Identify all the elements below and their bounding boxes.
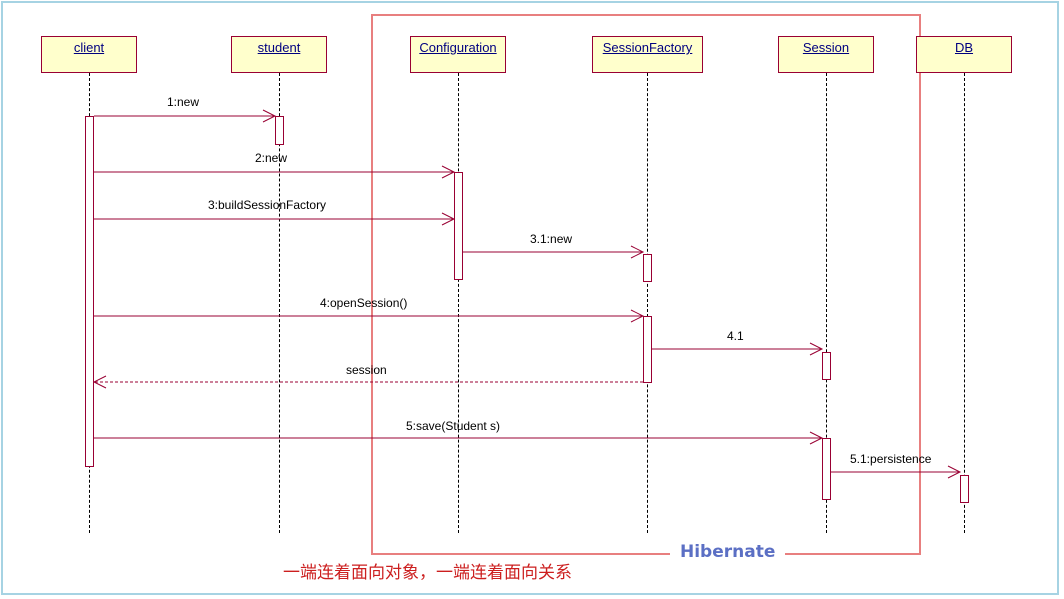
message-label-3: 3:buildSessionFactory xyxy=(208,198,327,212)
lifeline-session xyxy=(826,73,827,533)
activation-session-2 xyxy=(822,438,831,500)
lifeline-db xyxy=(964,73,965,533)
object-sessionfactory[interactable]: SessionFactory xyxy=(592,36,703,73)
activation-student xyxy=(275,116,284,145)
object-session[interactable]: Session xyxy=(778,36,874,73)
message-label-1: 1:new xyxy=(167,95,200,109)
activation-sessionfactory-2 xyxy=(643,316,652,383)
object-configuration-label: Configuration xyxy=(419,40,497,55)
lifeline-student xyxy=(279,73,280,533)
lifeline-configuration xyxy=(458,73,459,533)
message-label-4: 4:openSession() xyxy=(320,296,408,310)
caption: 一端连着面向对象，一端连着面向关系 xyxy=(283,563,572,583)
object-sessionfactory-label: SessionFactory xyxy=(602,40,693,55)
object-db[interactable]: DB xyxy=(916,36,1012,73)
object-db-label: DB xyxy=(954,40,974,55)
activation-sessionfactory-1 xyxy=(643,254,652,282)
activation-client xyxy=(85,116,94,467)
lifeline-sessionfactory xyxy=(647,73,648,533)
message-label-return: session xyxy=(346,363,387,377)
activation-session-1 xyxy=(822,352,831,380)
activation-configuration xyxy=(454,172,463,280)
object-client-label: client xyxy=(73,40,105,55)
message-label-2: 2:new xyxy=(255,151,288,165)
object-client[interactable]: client xyxy=(41,36,137,73)
object-configuration[interactable]: Configuration xyxy=(410,36,506,73)
object-student[interactable]: student xyxy=(231,36,327,73)
message-label-4-1: 4.1 xyxy=(727,329,744,343)
message-label-5-1: 5.1:persistence xyxy=(850,452,932,466)
message-label-5: 5:save(Student s) xyxy=(406,419,501,433)
object-student-label: student xyxy=(257,40,301,55)
hibernate-label: Hibernate xyxy=(670,542,786,562)
object-session-label: Session xyxy=(802,40,850,55)
activation-db xyxy=(960,475,969,503)
message-label-3-1: 3.1:new xyxy=(530,232,573,246)
hibernate-boundary xyxy=(371,14,921,555)
